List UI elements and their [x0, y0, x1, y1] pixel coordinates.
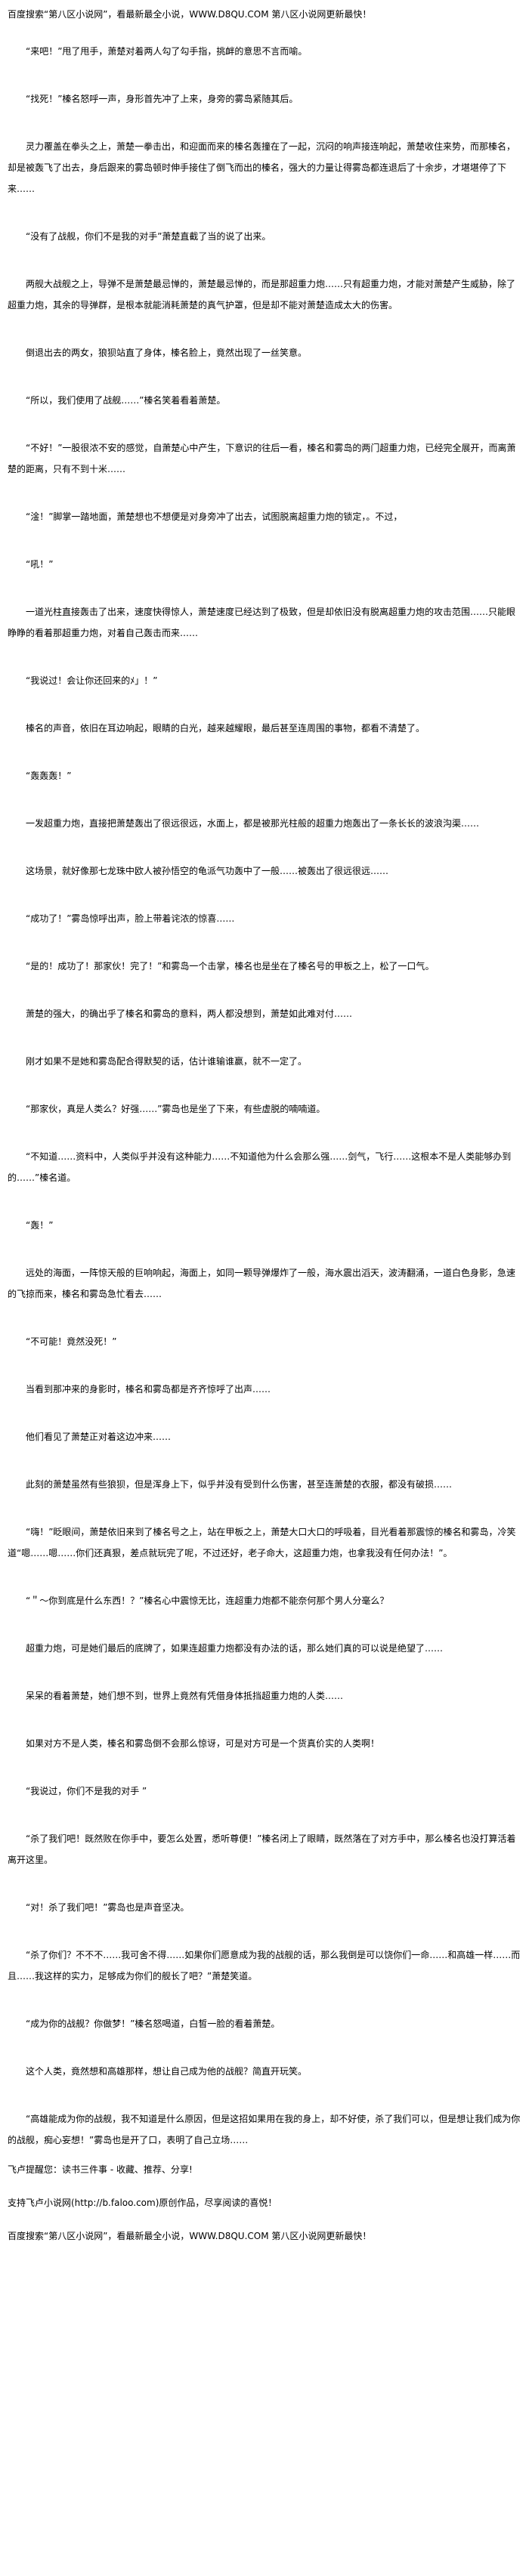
- chapter-paragraph: “所以，我们使用了战舰……”榛名笑着看着萧楚。: [26, 395, 226, 406]
- chapter-paragraph: 两舰大战舰之上，导弹不是萧楚最忌惮的，萧楚最忌惮的，而是那超重力炮……只有超重力…: [8, 279, 516, 310]
- chapter-paragraph: “杀了我们吧！既然败在你手中，要怎么处置，悉听尊便！”榛名闭上了眼睛，既然落在了…: [8, 1833, 516, 1865]
- chapter-paragraph: “是的！成功了！那家伙！完了！”和雾岛一个击掌，榛名也是坐在了榛名号的甲板之上，…: [26, 961, 435, 971]
- chapter-paragraph: “高雄能成为你的战舰，我不知道是什么原因，但是这招如果用在我的身上，却不好使，杀…: [8, 2114, 521, 2145]
- chapter-paragraph: 倒退出去的两女，狼狈站直了身体，榛名脸上，竟然出现了一丝笑意。: [26, 347, 308, 358]
- chapter-paragraph: 榛名的声音，依旧在耳边响起，眼睛的白光，越来越耀眼，最后甚至连周围的事物，都看不…: [26, 723, 425, 734]
- chapter-paragraph: “来吧！”甩了甩手，萧楚对着两人勾了勾手指，挑衅的意思不言而喻。: [26, 46, 308, 57]
- chapter-paragraph: “吼！”: [26, 559, 54, 570]
- chapter-paragraph: “嗨！”眨眼间，萧楚依旧来到了榛名号之上，站在甲板之上，萧楚大口大口的呼吸着，目…: [8, 1527, 516, 1558]
- chapter-paragraph: 一发超重力炮，直接把萧楚轰出了很远很远，水面上，都是被那光柱般的超重力炮轰出了一…: [26, 818, 480, 829]
- chapter-paragraph: “淦！”脚掌一踏地面，萧楚想也不想便是对身旁冲了出去，试图脱离超重力炮的锁定，。…: [26, 511, 403, 522]
- chapter-paragraph: 当看到那冲来的身影时，榛名和雾岛都是齐齐惊呼了出声……: [26, 1384, 271, 1395]
- chapter-paragraph: 这个人类，竟然想和高雄那样，想让自己成为他的战舰？简直开玩笑。: [26, 2066, 308, 2077]
- chapter-paragraph: “成为你的战舰？你做梦！”榛名怒喝道，白皙一脸的看着萧楚。: [26, 2018, 280, 2029]
- chapter-paragraph: “找死！”榛名怒呼一声，身形首先冲了上来，身旁的雾岛紧随其后。: [26, 94, 299, 104]
- chapter-paragraph: “不知道……资料中，人类似乎并没有这种能力……不知道他为什么会那么强……剑气，飞…: [8, 1151, 512, 1183]
- chapter-paragraph: “我说过！会让你还回来的ﾒ」！”: [26, 675, 158, 686]
- chapter-body: “来吧！”甩了甩手，萧楚对着两人勾了勾手指，挑衅的意思不言而喻。 “找死！”榛名怒…: [8, 41, 523, 2151]
- chapter-paragraph: “轰！”: [26, 1220, 54, 1231]
- chapter-paragraph: “成功了！”雾岛惊呼出声，脸上带着诧浓的惊喜……: [26, 913, 235, 924]
- chapter-paragraph: 一道光柱直接轰击了出来，速度快得惊人，萧楚速度已经达到了极致，但是却依旧没有脱离…: [8, 607, 516, 638]
- chapter-paragraph: 此刻的萧楚虽然有些狼狈，但是浑身上下，似乎并没有受到什么伤害，甚至连萧楚的衣服，…: [26, 1479, 453, 1490]
- chapter-paragraph: “杀了你们？不不不……我可舍不得……如果你们愿意成为我的战舰的话，那么我倒是可以…: [8, 1950, 521, 1981]
- chapter-paragraph: 超重力炮，可是她们最后的底牌了，如果连超重力炮都没有办法的话，那么她们真的可以说…: [26, 1643, 444, 1654]
- chapter-paragraph: “没有了战舰，你们不是我的对手”萧楚直截了当的说了出来。: [26, 231, 271, 242]
- chapter-paragraph: 萧楚的强大，的确出乎了榛名和雾岛的意料，两人都没想到，萧楚如此难对付……: [26, 1008, 353, 1019]
- chapter-paragraph: 灵力覆盖在拳头之上，萧楚一拳击出，和迎面而来的榛名轰撞在了一起，沉闷的响声接连响…: [8, 141, 516, 194]
- chapter-paragraph: 刚才如果不是她和雾岛配合得默契的话，估计谁输谁赢，就不一定了。: [26, 1056, 308, 1067]
- chapter-paragraph: “那家伙，真是人类么？好强……”雾岛也是坐了下来，有些虚脱的喃喃道。: [26, 1104, 326, 1114]
- chapter-paragraph: 如果对方不是人类，榛名和雾岛倒不会那么惊讶，可是对方可是一个货真价实的人类啊！: [26, 1738, 380, 1749]
- chapter-paragraph: “不好！”一股很浓不安的感觉，自萧楚心中产生，下意识的往后一看，榛名和雾岛的两门…: [8, 443, 516, 474]
- bottom-banner: 百度搜索“第八区小说网”，看最新最全小说，WWW.D8QU.COM 第八区小说网…: [8, 2231, 372, 2241]
- top-banner: 百度搜索“第八区小说网”，看最新最全小说，WWW.D8QU.COM 第八区小说网…: [8, 9, 372, 20]
- chapter-paragraph: “对！杀了我们吧！”雾岛也是声音坚决。: [26, 1902, 190, 1913]
- support-line: 支持飞卢小说网(http://b.faloo.com)原创作品，尽享阅读的喜悦！: [8, 2198, 277, 2208]
- chapter-paragraph: 呆呆的看着萧楚，她们想不到，世界上竟然有凭借身体抵挡超重力炮的人类……: [26, 1691, 344, 1701]
- reading-reminder: 飞卢提醒您：读书三件事 - 收藏、推荐、分享!: [8, 2164, 193, 2175]
- chapter-paragraph: “＂～你到底是什么东西！？”榛名心中震惊无比，连超重力炮都不能奈何那个男人分毫么…: [26, 1595, 389, 1606]
- chapter-paragraph: “轰轰轰！”: [26, 771, 72, 781]
- chapter-paragraph: “不可能！竟然没死！”: [26, 1336, 117, 1347]
- chapter-paragraph: “我说过，你们不是我的对手 ”: [26, 1786, 147, 1796]
- chapter-paragraph: 这场景，就好像那七龙珠中欧人被孙悟空的龟派气功轰中了一般……被轰出了很远很远……: [26, 866, 389, 876]
- chapter-paragraph: 远处的海面，一阵惊天般的巨响响起，海面上，如同一颗导弹爆炸了一般，海水震出滔天，…: [8, 1268, 516, 1299]
- chapter-paragraph: 他们看见了萧楚正对着这边冲来……: [26, 1432, 172, 1442]
